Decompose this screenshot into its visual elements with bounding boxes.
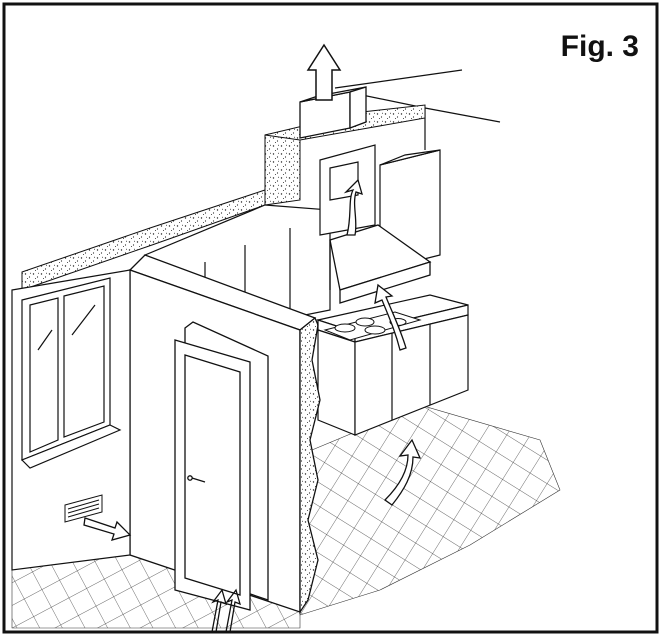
door-icon — [174, 321, 269, 611]
range-hood — [329, 224, 432, 304]
door-airflow-arrows-icon — [211, 588, 241, 633]
vent-airflow-arrow-icon — [83, 517, 132, 541]
figure-label: Fig. 3 — [560, 30, 639, 63]
exhaust-arrow-icon — [306, 43, 342, 101]
wall-vent-icon — [64, 494, 103, 523]
floor-airflow-arrow-icon — [383, 438, 422, 506]
hood-airflow-arrow-icon — [343, 178, 363, 236]
window-icon — [20, 277, 122, 469]
cooktop-airflow-arrow-icon — [374, 283, 407, 351]
